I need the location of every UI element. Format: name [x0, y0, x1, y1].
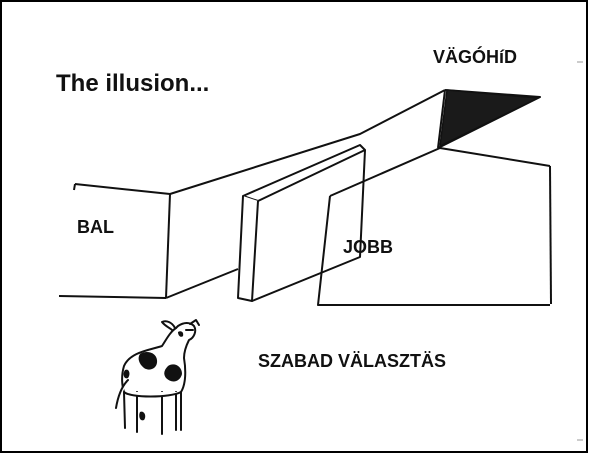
free-choice-label: SZABAD VÄLASZTÄS [258, 351, 446, 371]
slaughterhouse-label: VÄGÓHíD [433, 47, 518, 67]
slaughterhouse-shadow [439, 89, 541, 148]
left-path-label: BAL [77, 217, 114, 237]
right-path-label: JOBB [343, 237, 394, 257]
right-wall [317, 147, 552, 306]
frame-corner-marks [577, 61, 583, 441]
left-wall [58, 89, 446, 299]
title-caption: The illusion... [56, 70, 210, 97]
middle-door-panel [237, 144, 366, 302]
cow-spots [123, 331, 184, 421]
